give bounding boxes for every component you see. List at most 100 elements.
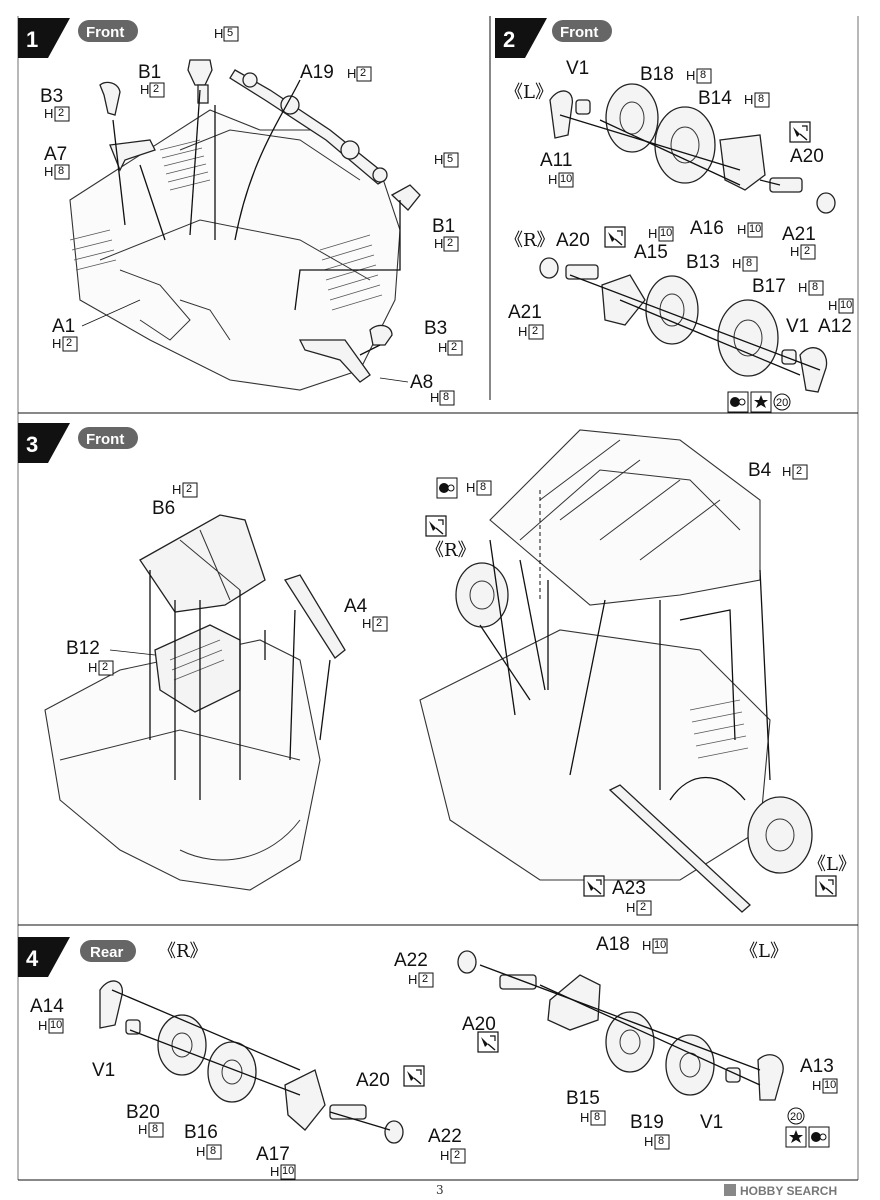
svg-text:H: H (466, 480, 475, 495)
svg-text:H: H (648, 226, 657, 241)
svg-text:H: H (347, 66, 356, 81)
svg-text:H: H (626, 900, 635, 915)
h-number: 2 (58, 107, 64, 119)
step-number: 1 (26, 27, 38, 52)
part-label: B18 (640, 64, 674, 85)
h-number: 2 (796, 465, 802, 477)
section-dividers (17, 16, 859, 1181)
svg-text:H: H (438, 340, 447, 355)
part-label: A20 (790, 146, 824, 167)
h-number: 2 (360, 67, 366, 79)
side-label-left: 《L》 (808, 854, 856, 875)
svg-text:H: H (548, 172, 557, 187)
h-number: 8 (746, 257, 752, 269)
h-number: 2 (451, 341, 457, 353)
step-number: 3 (26, 432, 38, 457)
h-number: 10 (840, 299, 852, 311)
part-label: A16 (690, 218, 724, 239)
part-label: B1 (432, 216, 455, 237)
svg-text:H: H (138, 1122, 147, 1137)
svg-text:H: H (686, 68, 695, 83)
svg-text:H: H (744, 92, 753, 107)
h-number: 8 (443, 391, 449, 403)
part-label: B13 (686, 252, 720, 273)
h-number: 8 (210, 1145, 216, 1157)
grille-left (159, 139, 211, 191)
part-label: A20 (556, 230, 590, 251)
step-2-drawing: 《L》 《R》 (505, 82, 836, 413)
svg-text:H: H (408, 972, 417, 987)
side-label-right: 《R》 (505, 230, 555, 251)
step-tag: Rear (90, 944, 124, 961)
step-1-drawing (69, 59, 421, 391)
part-label: B19 (630, 1112, 664, 1133)
svg-text:H: H (362, 616, 371, 631)
h-number: 10 (560, 173, 572, 185)
side-label-left: 《L》 (740, 941, 788, 962)
svg-text:H: H (434, 152, 443, 167)
h-number: 2 (66, 337, 72, 349)
part-label: V1 (92, 1060, 115, 1081)
part-label: V1 (566, 58, 589, 79)
h-number: 5 (227, 27, 233, 39)
svg-text:H: H (52, 336, 61, 351)
h-number: 8 (152, 1123, 158, 1135)
svg-text:H: H (44, 106, 53, 121)
h-number: 10 (50, 1019, 62, 1031)
step-1-labels: B1 H 2 H 5 A19 H 2 B3 H 2 A7 H 8 H 5 B1 … (40, 26, 463, 406)
h-number: 10 (749, 223, 761, 235)
part-label: B12 (66, 638, 100, 659)
part-label: B14 (698, 88, 732, 109)
step-tag: Front (560, 24, 598, 41)
svg-text:H: H (196, 1144, 205, 1159)
svg-text:H: H (782, 464, 791, 479)
step-4-drawing: 20 《L》 (99, 941, 830, 1148)
h-number: 10 (660, 227, 672, 239)
part-label: A21 (508, 302, 542, 323)
part-label: A21 (782, 224, 816, 245)
svg-text:H: H (172, 482, 181, 497)
svg-text:H: H (798, 280, 807, 295)
step-number: 4 (26, 946, 39, 971)
svg-text:H: H (434, 236, 443, 251)
paint-icons: 20 (727, 391, 791, 413)
part-label: A11 (540, 150, 572, 171)
step-3-header: 3 Front (18, 423, 138, 463)
h-number: 2 (447, 237, 453, 249)
part-label: A20 (462, 1014, 496, 1035)
h-number: 8 (594, 1111, 600, 1123)
h-number: 2 (102, 661, 108, 673)
paint-icon-step3 (436, 477, 458, 499)
side-label-right: 《R》 (158, 941, 208, 962)
svg-text:H: H (38, 1018, 47, 1033)
h-number: 2 (454, 1149, 460, 1161)
svg-text:H: H (270, 1164, 279, 1179)
h-number: 10 (824, 1079, 836, 1091)
h-number: 10 (282, 1165, 294, 1177)
part-label: V1 (700, 1112, 723, 1133)
step-2-labels: V1 B18 H 8 B14 H 8 A20 A11 H 10 A16 H 10… (508, 58, 854, 340)
part-label: B3 (424, 318, 447, 339)
part-label: A19 (300, 62, 334, 83)
part-label: A23 (612, 878, 646, 899)
part-label: V1 (786, 316, 809, 337)
part-label: A18 (596, 934, 630, 955)
paint-icons-step4: 20 (785, 1107, 830, 1148)
part-label: A4 (344, 596, 368, 617)
step-3-labels: H 2 B6 A4 H 2 B12 H 2 H 8 B4 H 2 A23 H 2 (66, 460, 808, 916)
svg-text:H: H (88, 660, 97, 675)
part-label: B15 (566, 1088, 600, 1109)
part-label: A17 (256, 1144, 290, 1165)
part-label: B17 (752, 276, 786, 297)
step-4-header: 4 Rear 《R》 (18, 937, 208, 977)
step-tag: Front (86, 24, 124, 41)
svg-text:H: H (580, 1110, 589, 1125)
svg-text:H: H (644, 1134, 653, 1149)
h-number: 8 (700, 69, 706, 81)
h-number: 2 (532, 325, 538, 337)
part-label: A14 (30, 996, 64, 1017)
h-number: 2 (376, 617, 382, 629)
page-number: 3 (436, 1183, 444, 1197)
step-tag: Front (86, 431, 124, 448)
h-number: 2 (186, 483, 192, 495)
